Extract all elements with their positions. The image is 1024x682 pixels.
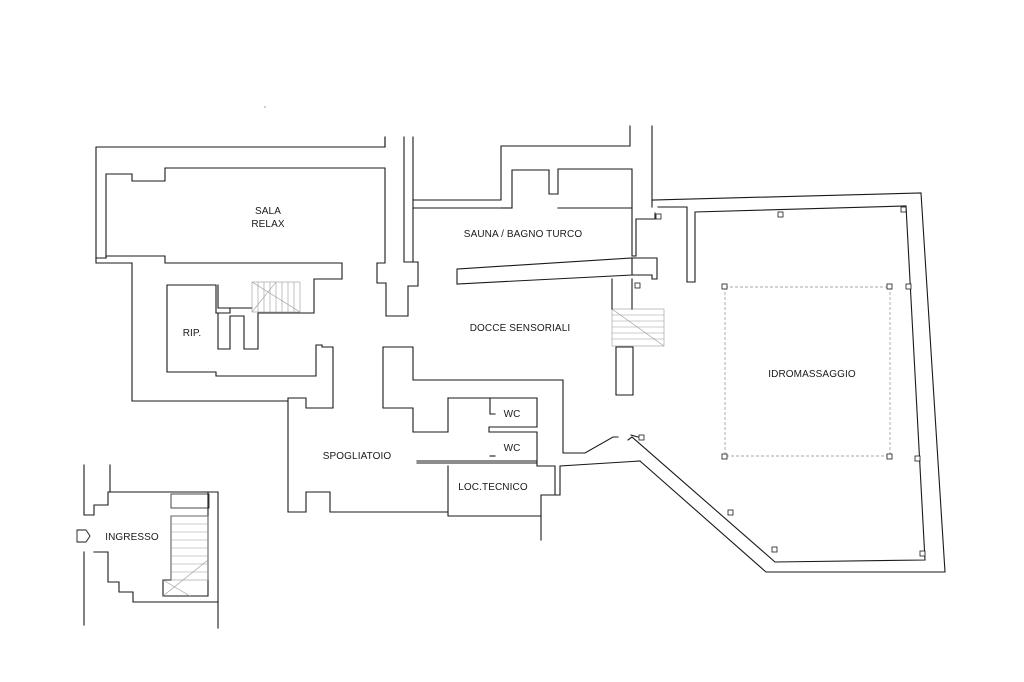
label-loc-tecnico: LOC.TECNICO xyxy=(458,482,528,493)
label-spogliatoio: SPOGLIATOIO xyxy=(323,451,392,462)
idromassaggio-walls xyxy=(627,125,946,573)
lower-center-walls xyxy=(287,278,665,541)
label-docce: DOCCE SENSORIALI xyxy=(470,323,571,334)
label-wc-lower: WC xyxy=(504,443,521,454)
label-sala-relax-line1: SALA xyxy=(255,206,281,217)
label-idromassaggio: IDROMASSAGGIO xyxy=(768,369,856,380)
central-walls xyxy=(376,125,658,317)
label-sauna: SAUNA / BAGNO TURCO xyxy=(464,229,583,240)
rip-room-walls xyxy=(166,278,343,377)
label-wc-upper: WC xyxy=(504,409,521,420)
entrance-arrow-icon xyxy=(76,529,91,543)
label-ripostiglio: RIP. xyxy=(183,328,202,339)
label-ingresso: INGRESSO xyxy=(105,532,159,543)
marker-dot xyxy=(264,106,266,108)
left-wing-walls xyxy=(95,136,386,409)
label-sala-relax-line2: RELAX xyxy=(251,219,285,230)
ingresso-walls xyxy=(83,464,219,629)
